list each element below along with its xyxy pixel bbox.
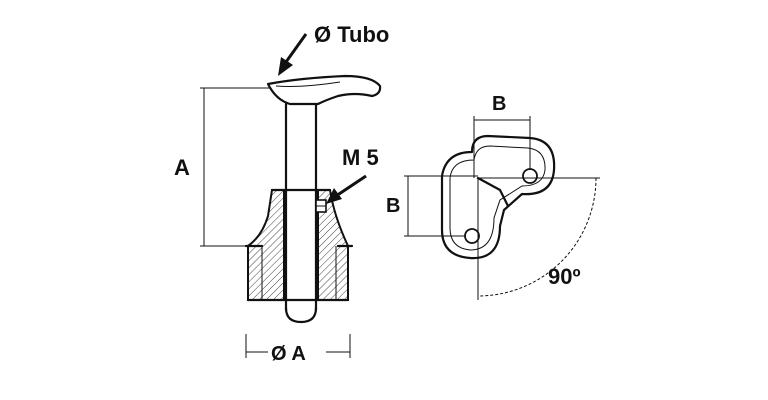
angle-label: 90º (548, 264, 581, 289)
hole-bottom (464, 228, 480, 244)
top-view: B B 90º (386, 93, 600, 300)
angle-arc (477, 177, 597, 297)
tube-arrow-head (278, 57, 293, 76)
top-view-notch (476, 176, 510, 208)
dim-b-side-label: B (386, 195, 400, 217)
top-view-outer (440, 134, 556, 260)
base-wall-right (317, 189, 349, 301)
saddle-top (266, 74, 382, 106)
tube-arrow-shaft (284, 33, 308, 63)
side-view: A Ø A Ø Tubo M 5 (174, 22, 389, 365)
rod-rounded-end (284, 306, 318, 324)
thread-arrow-shaft (335, 174, 367, 198)
dim-oa-label: Ø A (271, 343, 306, 365)
hole-right (522, 168, 538, 184)
top-view-inner (449, 145, 546, 251)
thread-arrow-head (326, 188, 342, 204)
tube-diameter-label: Ø Tubo (314, 22, 389, 47)
dim-b-top-label: B (492, 93, 506, 115)
saddle-inner-curve (275, 81, 341, 87)
thread-label: M 5 (342, 145, 379, 170)
dim-a-label: A (174, 155, 190, 180)
